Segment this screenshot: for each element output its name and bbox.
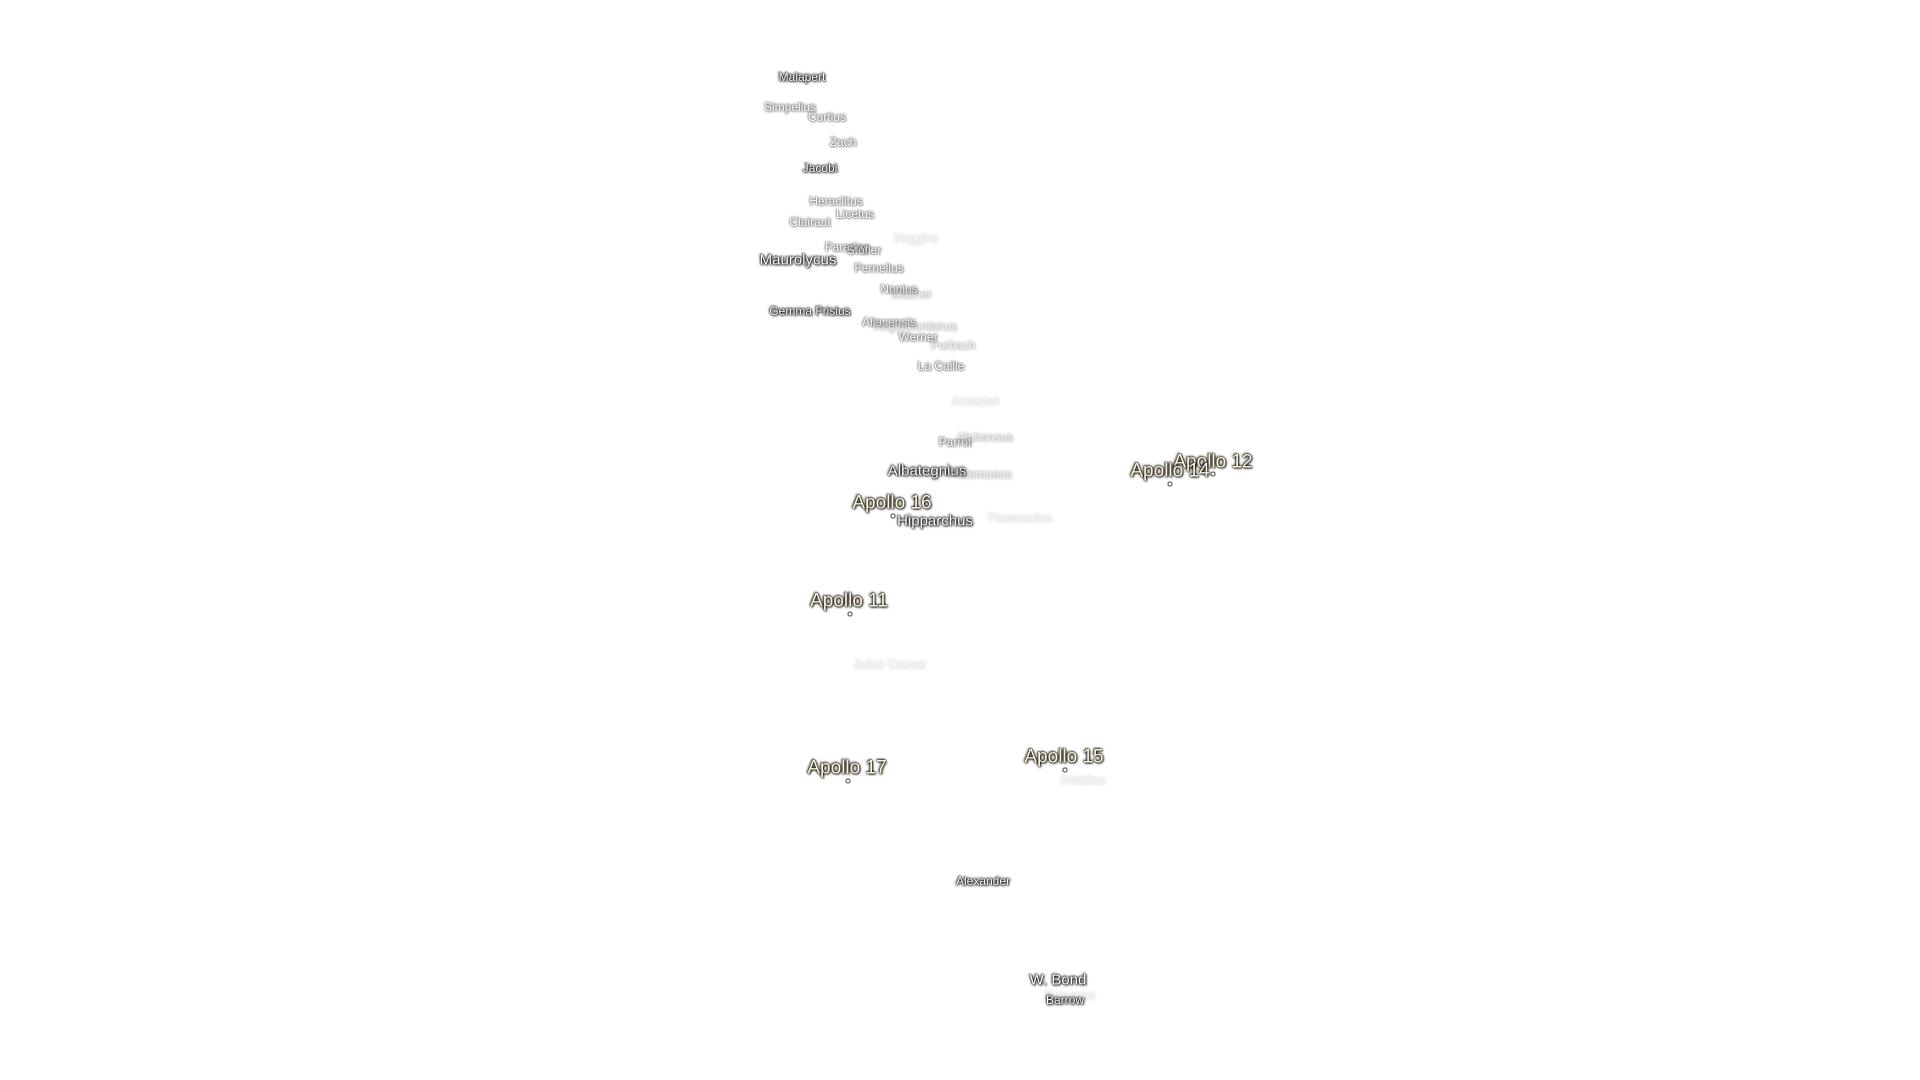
crater-label-werner[interactable]: Werner: [898, 330, 938, 344]
crater-label-huggins[interactable]: Huggins: [893, 231, 939, 245]
crater-label-ptolemaeus[interactable]: Ptolemaeus: [948, 467, 1012, 481]
crater-label-st-fler[interactable]: Stöfler: [846, 243, 882, 257]
crater-label-aliacensis[interactable]: Aliacensis: [861, 315, 917, 329]
crater-label-epigenes[interactable]: Epigenes: [1044, 988, 1096, 1002]
crater-label-la-caille[interactable]: La Caille: [917, 359, 965, 373]
crater-label-purbach[interactable]: Purbach: [930, 338, 976, 352]
crater-label-alphonsus[interactable]: Alphonsus: [956, 430, 1014, 444]
crater-label-alexander[interactable]: Alexander: [955, 874, 1011, 888]
crater-label-walther[interactable]: Walther: [890, 287, 932, 301]
crater-label-simpelius[interactable]: Simpelius: [763, 100, 817, 114]
crater-label-hipparchus[interactable]: Hipparchus: [897, 512, 973, 530]
crater-label-arzachel[interactable]: Arzachel: [951, 394, 999, 408]
crater-label-fernelius[interactable]: Fernelius: [854, 261, 904, 275]
crater-label-clairaut[interactable]: Clairaut: [789, 215, 831, 229]
crater-label-aristillus[interactable]: Aristillus: [1060, 773, 1106, 787]
landing-site-label-apollo-11[interactable]: Apollo 11: [810, 590, 888, 612]
crater-label-nonius[interactable]: Nonius: [880, 282, 918, 296]
crater-label-w-bond[interactable]: W. Bond: [1029, 971, 1087, 989]
landing-site-label-apollo-15[interactable]: Apollo 15: [1024, 746, 1104, 768]
crater-label-julius-caesar[interactable]: Julius Caesar: [853, 657, 927, 671]
landing-site-marker-apollo-15[interactable]: [1063, 768, 1067, 772]
landing-site-label-apollo-16[interactable]: Apollo 16: [852, 492, 932, 514]
crater-label-regiomontanus[interactable]: Regiomontanus: [872, 319, 958, 333]
landing-site-marker-apollo-11[interactable]: [848, 612, 852, 616]
crater-label-albategnius[interactable]: Albategnius: [887, 462, 967, 480]
landing-site-marker-apollo-16[interactable]: [891, 514, 895, 518]
landing-site-marker-apollo-12[interactable]: [1211, 472, 1215, 476]
crater-label-zach[interactable]: Zach: [829, 135, 857, 149]
crater-label-flammarion[interactable]: Flammarion: [988, 511, 1052, 525]
crater-label-gemma-frisius[interactable]: Gemma Frisius: [769, 304, 851, 318]
crater-label-maurolycus[interactable]: Maurolycus: [759, 251, 837, 269]
landing-site-label-apollo-12[interactable]: Apollo 12: [1173, 451, 1253, 473]
crater-label-faraday[interactable]: Faraday: [824, 240, 870, 254]
crater-label-malapert[interactable]: Malapert: [778, 70, 826, 84]
crater-label-jacobi[interactable]: Jacobi: [802, 161, 838, 175]
landing-site-label-apollo-14[interactable]: Apollo 14: [1130, 460, 1210, 482]
crater-label-licetus[interactable]: Licetus: [835, 207, 875, 221]
landing-site-label-apollo-17[interactable]: Apollo 17: [807, 757, 887, 779]
crater-label-parrot[interactable]: Parrot: [938, 435, 972, 449]
crater-label-curtius[interactable]: Curtius: [807, 110, 847, 124]
crater-label-heraclitus[interactable]: Heraclitus: [809, 194, 863, 208]
landing-site-marker-apollo-17[interactable]: [846, 779, 850, 783]
crater-label-barrow[interactable]: Barrow: [1045, 993, 1085, 1007]
landing-site-marker-apollo-14[interactable]: [1168, 482, 1172, 486]
